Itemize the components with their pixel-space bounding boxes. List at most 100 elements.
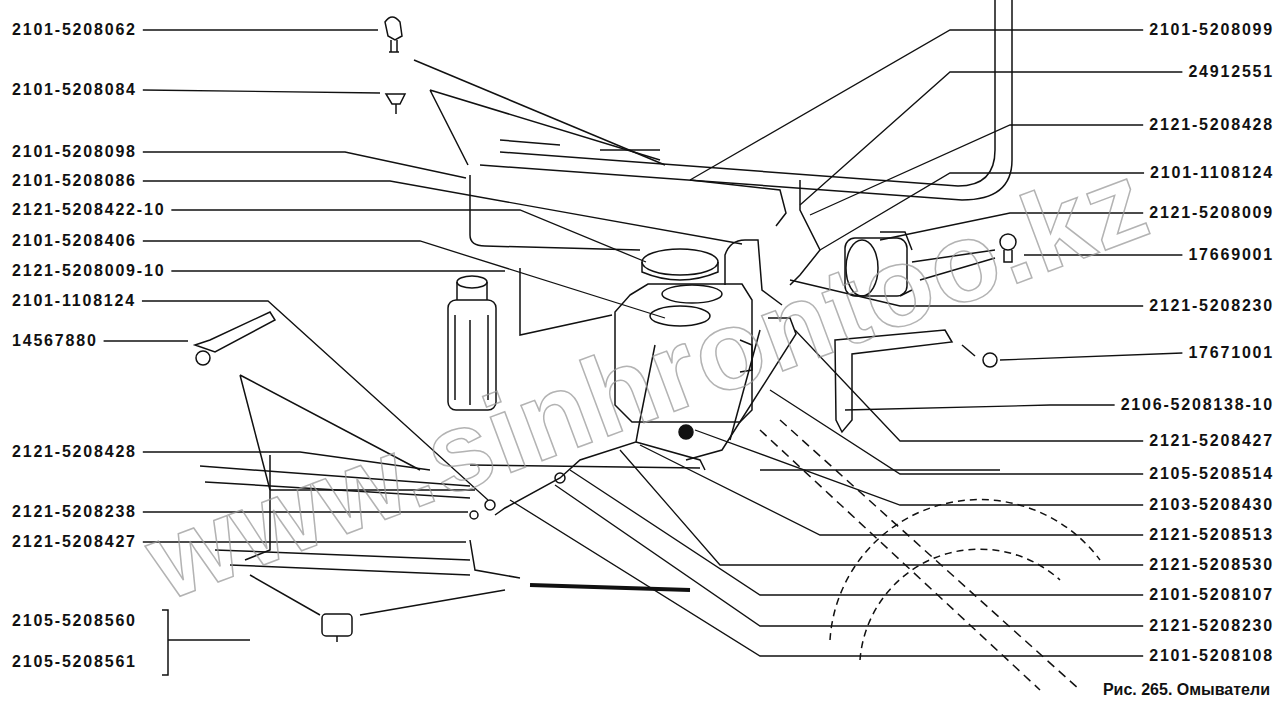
washer-tank [615, 284, 752, 422]
hose-clip [386, 94, 405, 104]
part-number: 2121-5208422-10 [12, 201, 165, 219]
windshield-outline [215, 550, 470, 575]
washer-hose [686, 318, 796, 460]
washer-nozzle [414, 60, 665, 165]
leader-line [143, 90, 380, 93]
washer-tank [615, 284, 752, 439]
leader-line [690, 30, 1143, 180]
washer-hose [485, 500, 495, 510]
washer-hose [470, 175, 640, 250]
part-number: 2101-1108124 [1150, 164, 1274, 182]
part-number: 2121-5208428 [1149, 116, 1274, 134]
leader-line [790, 280, 1143, 306]
electric-pump [845, 232, 912, 296]
windshield-outline [500, 0, 995, 186]
hose-clip [395, 104, 397, 114]
part-number: 2121-5208238 [12, 503, 137, 521]
washer-hose [470, 540, 520, 578]
washer-hose [495, 345, 655, 515]
washer-hose [730, 330, 760, 440]
windshield-outline [480, 0, 1012, 200]
part-number: 2101-5208086 [12, 172, 137, 190]
part-number: 2121-5208427 [1149, 432, 1274, 450]
washer-nozzle [385, 17, 402, 40]
washer-hose [555, 473, 565, 483]
strap-clip [195, 312, 275, 352]
part-number: 2121-5208427 [12, 533, 137, 551]
part-number: 2105-5208514 [1149, 465, 1274, 483]
part-number: 24912551 [1188, 63, 1274, 81]
windshield-outline [500, 140, 660, 150]
screw [912, 250, 1012, 280]
pump-bracket [835, 330, 952, 432]
screw [912, 234, 1016, 367]
wheel-arch [760, 420, 1100, 690]
leader-line [171, 210, 646, 262]
screw [1000, 234, 1016, 250]
tank-cap [642, 249, 718, 280]
washer-nozzle [385, 17, 665, 165]
part-number: 2121-5208513 [1149, 526, 1274, 544]
screw [983, 353, 997, 367]
tank-cap [642, 249, 718, 275]
part-number: 17671001 [1188, 344, 1274, 362]
leader-line [640, 445, 1143, 535]
washer-hose [690, 180, 786, 226]
leader-line [810, 125, 1143, 215]
part-number: 2121-5208009 [1149, 204, 1274, 222]
part-number: 2101-5208062 [12, 21, 137, 39]
screw [962, 345, 975, 356]
leader-line [695, 430, 1143, 505]
hose-clamp [250, 575, 505, 642]
part-number: 2101-5208099 [1149, 21, 1274, 39]
wheel-arch [860, 549, 1060, 660]
leader-line [880, 213, 1143, 240]
washer-pump [457, 282, 487, 300]
leader-line [570, 470, 1143, 595]
leader-line [142, 301, 488, 500]
part-number: 2105-5208561 [12, 653, 137, 671]
part-number: 2121-5208530 [1149, 556, 1274, 574]
washer-hose [636, 442, 705, 470]
leader-line [143, 241, 665, 318]
leader-line [104, 340, 188, 341]
leader-line [770, 390, 1143, 474]
washer-pump [520, 268, 612, 335]
leader-line [795, 330, 1143, 441]
pump-bracket [835, 330, 952, 432]
figure-caption: Рис. 265. Омыватели [1103, 681, 1270, 699]
part-number: 2101-5208108 [1149, 647, 1274, 665]
washer-pump [448, 268, 612, 410]
leader-line [820, 173, 1144, 250]
hose-clamp [322, 614, 352, 636]
leader-line [510, 500, 1143, 656]
leader-line [143, 511, 468, 512]
washer-hose [245, 175, 820, 590]
leader-line [620, 450, 1143, 565]
part-number: 17669001 [1188, 246, 1274, 264]
washer-pump [448, 300, 496, 410]
part-number: 2103-5208430 [1149, 496, 1274, 514]
watermark: www.sinhrontoo.kz [130, 135, 1165, 626]
windshield-outline [200, 466, 470, 498]
part-number: 2121-5208428 [12, 443, 137, 461]
part-number: 2121-5208230 [1149, 297, 1274, 315]
part-number: 2106-5208138-10 [1121, 396, 1274, 414]
washer-hose [530, 585, 690, 590]
washer-hose [470, 511, 478, 519]
tank-cap [642, 262, 718, 280]
leader-line [143, 541, 466, 542]
washer-hose [245, 455, 475, 560]
part-number: 14567880 [12, 332, 98, 350]
leader-line [1024, 254, 1182, 255]
part-number: 2121-5208230 [1149, 617, 1274, 635]
washer-hose [790, 180, 820, 285]
washer-pump [457, 276, 487, 288]
leader-line [800, 72, 1182, 205]
washer-nozzle [389, 40, 399, 52]
part-number: 2121-5208009-10 [12, 262, 165, 280]
leader-line [143, 152, 466, 178]
leader-line [171, 270, 505, 271]
washer-tank [662, 285, 722, 303]
windshield-outline [470, 465, 1000, 470]
